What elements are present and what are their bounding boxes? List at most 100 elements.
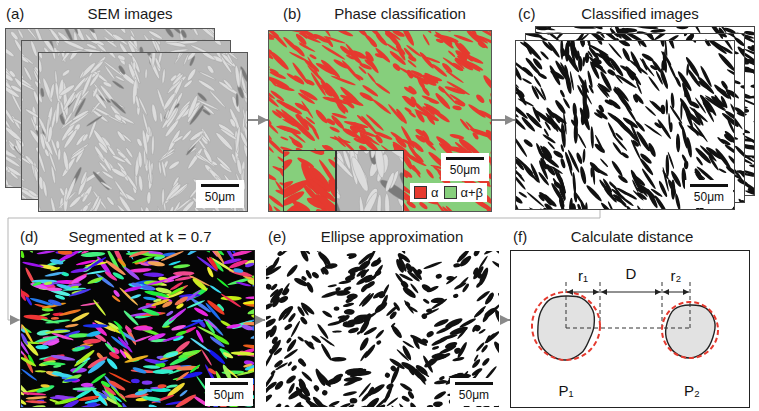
lath-grain: [55, 101, 60, 124]
lath-grain: [9, 30, 19, 41]
lath-grain: [66, 129, 74, 137]
lath-grain: [367, 72, 377, 84]
lath-grain: [460, 47, 471, 55]
lath-grain: [392, 30, 406, 38]
micrograph-ground: [268, 30, 492, 212]
lath-grain: [283, 204, 303, 212]
lath-grain: [200, 52, 216, 61]
lath-grain: [23, 66, 33, 81]
lath-grain: [168, 182, 189, 201]
lath-grain: [472, 131, 480, 140]
lath-grain: [353, 137, 367, 145]
lath-grain: [374, 130, 394, 141]
sem-image: [38, 52, 248, 212]
lath-grain: [197, 79, 216, 93]
lath-grain: [88, 72, 100, 87]
lath-grain: [414, 134, 426, 144]
lath-grain: [341, 59, 362, 82]
lath-grain: [116, 162, 125, 172]
lath-grain: [116, 130, 127, 143]
lath-grain: [40, 88, 44, 98]
lath-grain: [197, 92, 208, 103]
lath-grain: [423, 71, 440, 85]
lath-grain: [423, 138, 437, 151]
lath-grain: [229, 118, 237, 129]
lath-grain: [268, 39, 275, 61]
lath-grain: [329, 125, 341, 133]
lath-grain: [56, 140, 60, 149]
lath-grain: [425, 112, 439, 122]
lath-grain: [268, 74, 290, 90]
lath-grain: [208, 90, 226, 109]
lath-grain: [92, 87, 99, 98]
lath-grain: [187, 133, 205, 152]
lath-grain: [425, 168, 435, 179]
lath-grain: [387, 150, 404, 167]
lath-grain: [268, 88, 280, 109]
lath-grain: [91, 195, 101, 212]
lath-grain: [374, 81, 391, 94]
lath-grain: [336, 165, 343, 201]
lath-grain: [102, 60, 123, 77]
lath-grain: [102, 81, 112, 89]
lath-grain: [142, 112, 150, 135]
lath-grain: [81, 204, 89, 212]
lath-grain: [206, 64, 215, 74]
image-frame: [337, 151, 404, 212]
lath-grain: [68, 195, 82, 209]
lath-grain: [138, 151, 143, 168]
lath-grain: [145, 69, 148, 79]
lath-grain: [58, 79, 65, 100]
lath-grain: [374, 47, 391, 64]
lath-grain: [151, 104, 158, 123]
lath-grain: [305, 196, 326, 212]
lath-grain: [164, 28, 175, 38]
lath-grain: [358, 66, 367, 75]
lath-grain: [202, 148, 214, 164]
lath-grain: [235, 126, 242, 152]
lath-grain: [392, 62, 402, 72]
lath-grain: [314, 108, 329, 124]
lath-grain: [151, 135, 154, 155]
lath-grain: [293, 44, 306, 58]
lath-grain: [103, 52, 117, 59]
lath-grain: [431, 63, 448, 78]
lath-grain: [236, 158, 243, 175]
lath-grain: [5, 71, 14, 82]
lath-grain: [268, 169, 277, 182]
image-frame: [39, 53, 248, 212]
lath-grain: [693, 26, 702, 34]
lath-grain: [746, 143, 755, 155]
lath-grain: [202, 104, 215, 115]
lath-grain: [366, 30, 384, 42]
lath-grain: [412, 164, 421, 178]
lath-grain: [45, 117, 49, 142]
lath-grain: [414, 109, 426, 124]
lath-grain: [59, 114, 66, 125]
lath-grain: [283, 156, 295, 184]
lath-grain: [21, 78, 36, 92]
lath-grain: [748, 68, 755, 79]
lath-grain: [344, 43, 363, 67]
lath-grain: [408, 111, 417, 118]
lath-grain: [161, 69, 165, 85]
lath-grain: [116, 204, 134, 212]
lath-grain: [96, 43, 107, 53]
lath-grain: [422, 34, 430, 46]
lath-grain: [64, 177, 77, 202]
image-frame: [284, 151, 336, 212]
micrograph-ground: [38, 52, 248, 212]
lath-grain: [147, 191, 152, 204]
lath-grain: [416, 77, 426, 91]
lath-grain: [234, 65, 241, 88]
lath-grain: [183, 79, 193, 89]
lath-grain: [390, 131, 406, 144]
lath-grain: [79, 171, 88, 186]
lath-grain: [86, 115, 103, 127]
lath-grain: [331, 112, 347, 120]
image-frame: [269, 31, 492, 212]
lath-grain: [280, 136, 289, 141]
lath-grain: [42, 180, 48, 197]
lath-grain: [236, 93, 239, 107]
lath-grain: [434, 92, 452, 111]
